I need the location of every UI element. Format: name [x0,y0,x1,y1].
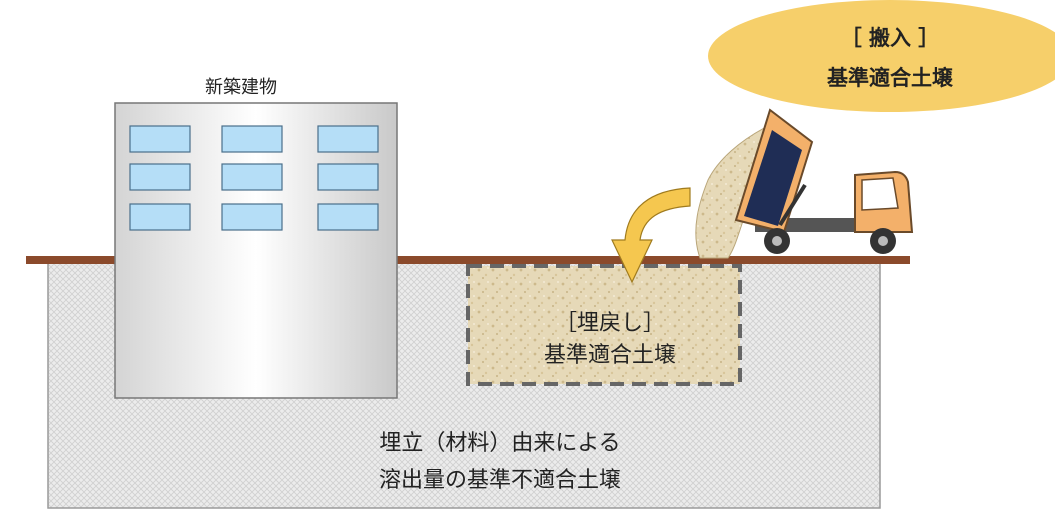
ground-surface-line [26,256,910,264]
backfill-label-soil: 基準適合土壌 [543,343,676,368]
contaminated-soil-label-line2: 溶出量の基準不適合土壌 [378,468,621,493]
import-label-title: ［ 搬入 ］ [840,26,940,50]
building-icon [114,102,398,399]
backfill-area [466,264,742,386]
backfill-label-title: ［埋戻し］ [554,311,665,336]
building-label: 新築建物 [205,77,277,98]
dump-truck-icon [734,108,914,254]
curved-arrow-icon [611,187,691,284]
import-bubble [708,0,1055,112]
contaminated-soil-label-line1: 埋立（材料）由来による [379,431,621,456]
import-label-soil: 基準適合土壌 [827,66,953,90]
